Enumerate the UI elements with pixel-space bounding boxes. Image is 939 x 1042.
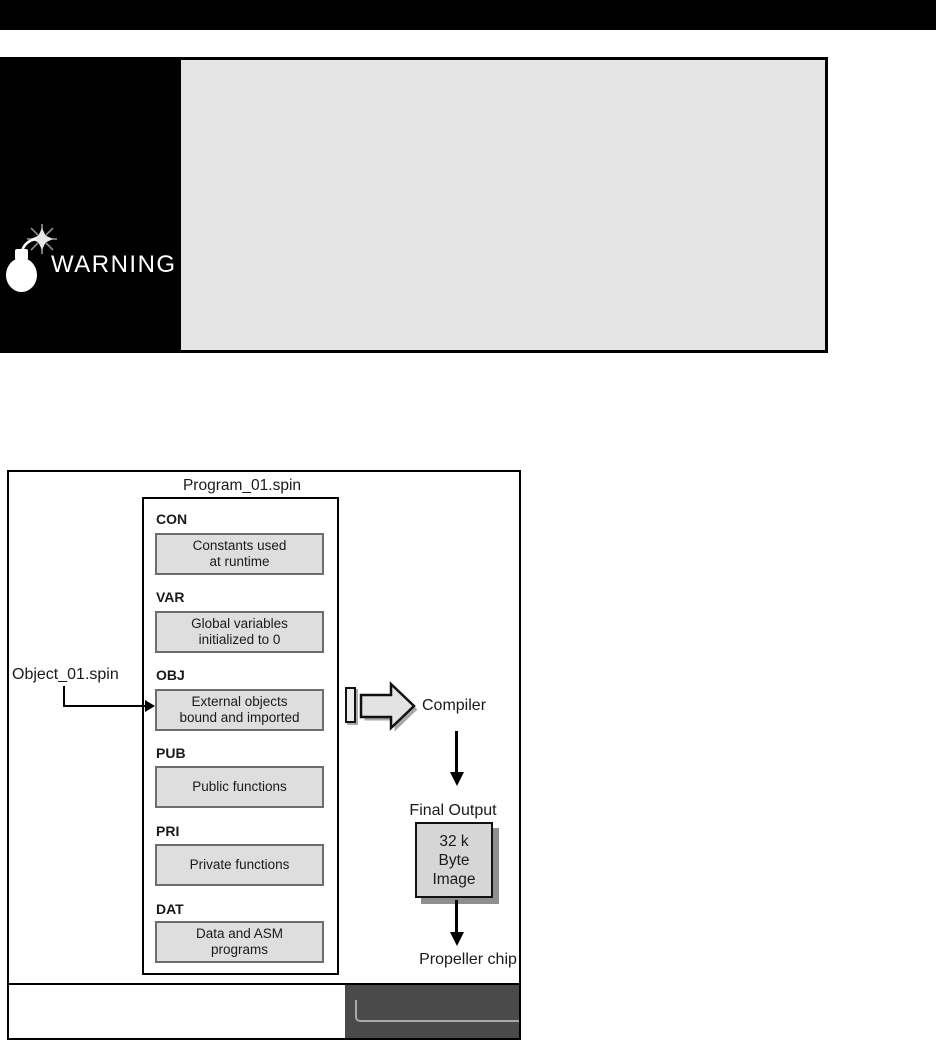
section-key-con: CON [156, 511, 188, 527]
figure-program-structure: Program_01.spin CON Constants used at ru… [7, 470, 521, 1040]
section-box-dat: Data and ASM programs [155, 921, 324, 963]
warning-label: WARNING [51, 251, 177, 278]
final-output-label: Final Output [409, 802, 497, 819]
warning-callout: WARNING [0, 57, 828, 353]
byte-image-box: 32 k Byte Image [415, 822, 493, 898]
propeller-chip-label: Propeller chip [419, 951, 517, 968]
section-key-var: VAR [156, 589, 185, 605]
section-box-con: Constants used at runtime [155, 533, 324, 575]
section-key-pub: PUB [156, 745, 186, 761]
section-key-dat: DAT [156, 901, 184, 917]
program-sections-box: CON Constants used at runtime VAR Global… [142, 497, 339, 975]
bomb-icon [6, 224, 57, 292]
warning-content-area [181, 60, 825, 350]
section-key-obj: OBJ [156, 667, 185, 683]
down-arrowhead-icon [450, 772, 464, 786]
section-key-pri: PRI [156, 823, 180, 839]
down-arrowhead-icon [450, 932, 464, 946]
object-arrow-horizontal [63, 705, 145, 707]
object-arrow-vertical [63, 686, 65, 707]
top-banner-bar [0, 0, 936, 30]
section-box-var: Global variables initialized to 0 [155, 611, 324, 653]
section-box-pri: Private functions [155, 844, 324, 886]
compiler-label: Compiler [422, 697, 487, 714]
compiler-to-output-arrow [455, 731, 458, 772]
right-block-arrow-icon [359, 681, 418, 732]
figure-bottom-strip [9, 983, 519, 1038]
compiled-doc-icon [345, 687, 356, 723]
section-box-pub: Public functions [155, 766, 324, 808]
object-file-label: Object_01.spin [12, 666, 119, 683]
input-field-outline [355, 1000, 519, 1022]
editor-screenshot-panel [345, 985, 519, 1038]
figure-title: Program_01.spin [182, 477, 302, 494]
object-arrowhead-icon [145, 700, 155, 712]
output-to-chip-arrow [455, 900, 458, 932]
section-box-obj: External objects bound and imported [155, 689, 324, 731]
